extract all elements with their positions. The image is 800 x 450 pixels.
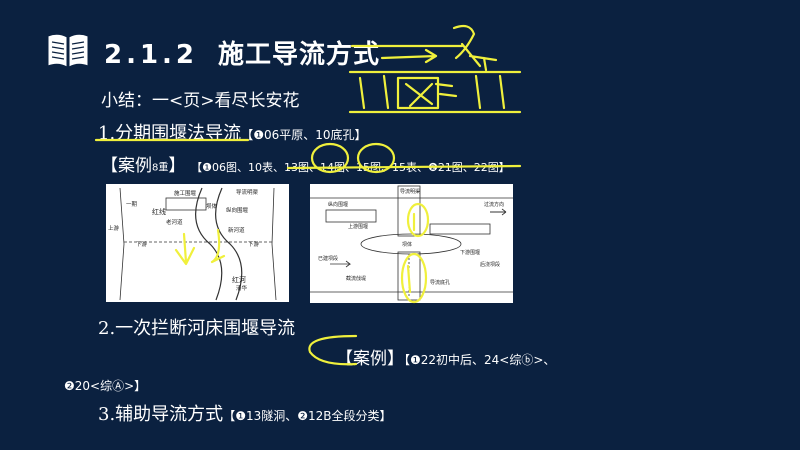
diag-right-label-10: 导流底孔	[430, 279, 450, 286]
diag-left-label-4: 坝体	[206, 202, 218, 210]
item-1: 1.分期围堰法导流【❶06平原、10底孔】	[98, 119, 367, 145]
diag-right-label-5: 过流方向	[484, 201, 504, 208]
case-2-line: 【案例】【❶22初中后、24<综ⓑ>、	[336, 344, 555, 369]
diag-right-label-7: 已建坝段	[318, 255, 338, 262]
case-2-note-a: 【❶22初中后、24<综ⓑ>、	[404, 353, 556, 367]
case-sub: 8重	[152, 162, 169, 174]
item-1-note: 【❶06平原、10底孔】	[241, 128, 367, 142]
diag-left-label-9: 上游	[108, 224, 120, 232]
case-2-label: 【案例】	[336, 349, 404, 369]
diagram-left: 导流明渠 施工围堰 一期 坝体 红线 老河道 新河道 纵向围堰 上游 下游 红河…	[106, 184, 289, 302]
case-note: 【❶06图、10表、13图、14图、15图、15表、❷21图、22图】	[191, 161, 510, 174]
diag-right-label-4: 下游围堰	[460, 249, 480, 256]
diag-left-label-6: 老河道	[166, 218, 183, 226]
diag-left-label-13: 下游	[136, 240, 148, 248]
section-title: 施工导流方式	[218, 40, 381, 70]
item-2-label: 2.一次拦断河床围堰导流	[98, 318, 296, 339]
case-close: 】	[168, 156, 186, 176]
diag-left-label-10: 下游	[248, 240, 260, 248]
section-number: 2.1.2	[104, 40, 199, 70]
diag-right-label-1: 导流明渠	[400, 188, 420, 195]
diag-left-label-1: 导流明渠	[236, 188, 259, 196]
case-2-note-b: ❷20<综Ⓐ>】	[64, 379, 147, 393]
case-line: 【案例8重】 【❶06图、10表、13图、14图、15图、15表、❷21图、22…	[101, 151, 510, 176]
item-3-note: 【❶13隧洞、❷12B全段分类】	[223, 409, 392, 423]
ink-ticks	[358, 74, 506, 110]
ink-box	[396, 76, 440, 110]
diagram-right: 导流明渠 纵向围堰 上游围堰 下游围堰 过流方向 坝体 已建坝段 后浇坝段 截流…	[310, 184, 513, 303]
diag-left-label-11: 红河	[232, 275, 246, 284]
ink-arrow	[380, 48, 438, 64]
summary-line: 小结：一<页>看尽长安花	[101, 91, 300, 111]
diag-left-label-3: 一期	[126, 201, 138, 208]
page-title: 2.1.2 施工导流方式	[104, 34, 380, 71]
diag-right-label-9: 截流戗堤	[346, 275, 366, 282]
diag-left-label-5: 红线	[152, 207, 166, 216]
diag-left-label-2: 施工围堰	[174, 189, 197, 197]
book-icon	[47, 33, 89, 68]
diag-right-label-3: 上游围堰	[348, 223, 368, 230]
ink-marks	[434, 82, 458, 98]
diag-left-label-12: 清华	[236, 284, 248, 292]
ink-character	[452, 24, 498, 72]
case-label: 【案例	[101, 156, 152, 176]
diag-left-label-7: 新河道	[228, 226, 245, 234]
item-3-label: 3.辅助导流方式	[98, 404, 224, 425]
item-1-label: 1.分期围堰法导流	[98, 123, 242, 144]
case-2-note-line: ❷20<综Ⓐ>】	[64, 374, 146, 395]
diag-right-label-2: 纵向围堰	[328, 201, 348, 208]
diag-left-label-8: 纵向围堰	[226, 206, 249, 214]
diag-right-label-8: 后浇坝段	[480, 261, 500, 268]
diag-right-label-6: 坝体	[402, 241, 412, 248]
item-3: 3.辅助导流方式【❶13隧洞、❷12B全段分类】	[98, 400, 391, 426]
item-2: 2.一次拦断河床围堰导流	[98, 314, 295, 340]
ink-cross	[404, 82, 434, 108]
